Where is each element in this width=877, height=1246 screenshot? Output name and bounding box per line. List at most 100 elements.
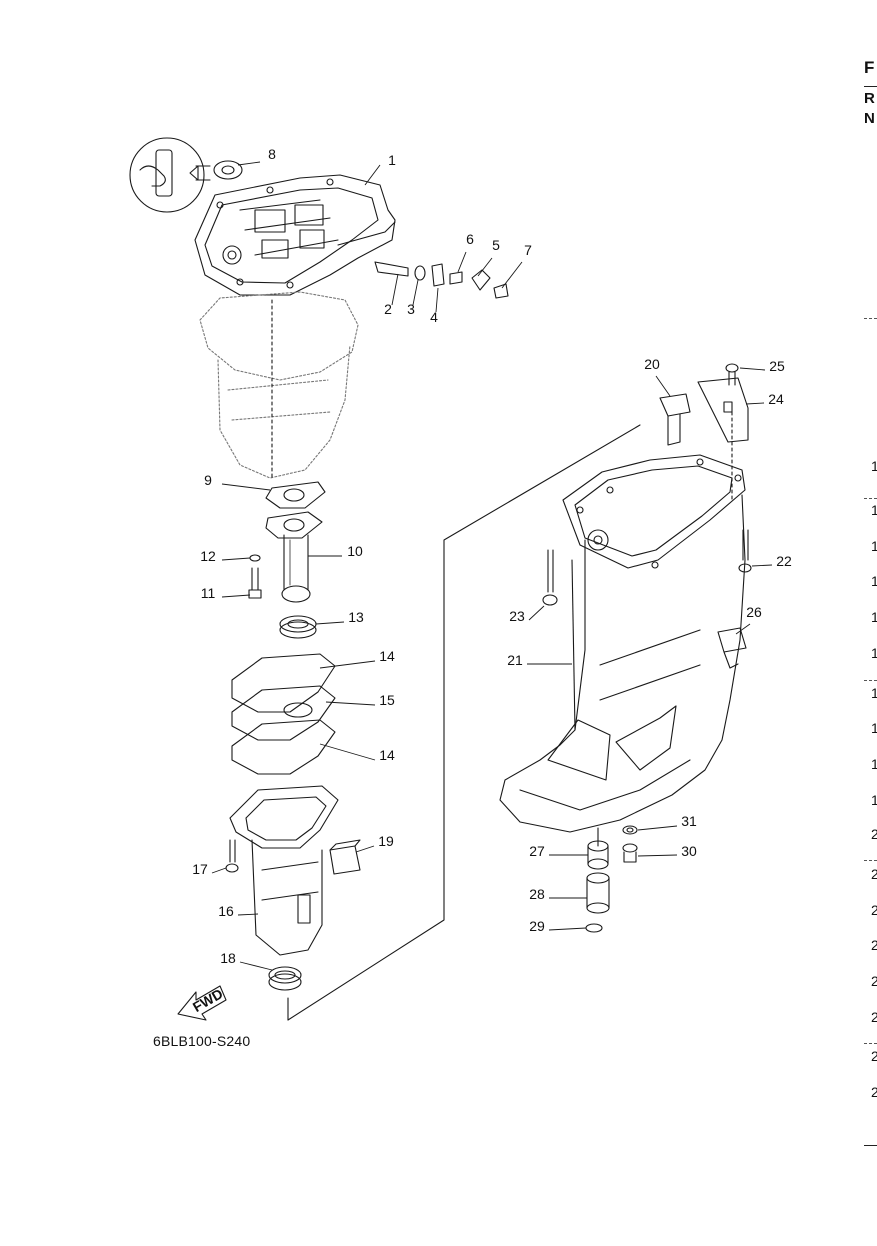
leader-line-6 xyxy=(457,251,467,273)
leader-line-31 xyxy=(637,825,678,831)
edge-row-number: 1 xyxy=(871,720,877,736)
callout-31: 31 xyxy=(681,813,697,829)
callout-5: 5 xyxy=(492,237,500,253)
assembly-guide-line xyxy=(287,424,641,1021)
callout-9: 9 xyxy=(204,472,212,488)
part-long-bolt-right xyxy=(738,529,752,573)
callout-1: 1 xyxy=(388,152,396,168)
callout-16: 16 xyxy=(218,903,234,919)
leader-line-20 xyxy=(655,375,671,397)
leader-line-14 xyxy=(319,743,376,761)
leader-line-16 xyxy=(237,913,259,916)
edge-row-number: 2 xyxy=(871,826,877,842)
edge-rule xyxy=(864,1145,877,1146)
callout-13: 13 xyxy=(348,609,364,625)
callout-14: 14 xyxy=(379,747,395,763)
leader-line-29 xyxy=(548,927,587,931)
edge-header-1: F xyxy=(864,58,875,77)
edge-row-number: 2 xyxy=(871,1084,877,1100)
callout-29: 29 xyxy=(529,918,545,934)
callout-2: 2 xyxy=(384,301,392,317)
edge-divider xyxy=(864,318,877,319)
callout-24: 24 xyxy=(768,391,784,407)
part-exhaust-pipe xyxy=(265,511,323,603)
edge-row-number: 2 xyxy=(871,1048,877,1064)
part-bushing xyxy=(586,872,610,914)
leader-line-12 xyxy=(221,557,251,561)
edge-row-number: 2 xyxy=(871,937,877,953)
part-oil-pan xyxy=(229,785,339,956)
part-long-bolt-left xyxy=(542,549,558,606)
callout-10: 10 xyxy=(347,543,363,559)
edge-row-number: 2 xyxy=(871,866,877,882)
leader-line-7 xyxy=(501,261,523,289)
leader-line-1 xyxy=(364,164,381,186)
part-linkage-set xyxy=(374,261,509,299)
leader-line-24 xyxy=(745,402,765,405)
edge-divider xyxy=(864,680,877,681)
fwd-arrow-icon xyxy=(177,985,227,1021)
edge-divider xyxy=(864,498,877,499)
leader-lines xyxy=(211,161,773,971)
callout-20: 20 xyxy=(644,356,660,372)
callout-25: 25 xyxy=(769,358,785,374)
edge-header-3: N xyxy=(864,110,875,127)
leader-line-3 xyxy=(412,279,419,306)
part-gasket-plate xyxy=(231,685,336,741)
callout-19: 19 xyxy=(378,833,394,849)
callout-22: 22 xyxy=(776,553,792,569)
part-exhaust-gasket-phantom xyxy=(199,291,359,479)
edge-row-number: 1 xyxy=(871,609,877,625)
part-drive-shaft-housing xyxy=(499,454,746,833)
edge-rule xyxy=(864,86,877,87)
callout-14: 14 xyxy=(379,648,395,664)
leader-line-25 xyxy=(739,367,766,371)
callout-23: 23 xyxy=(509,608,525,624)
part-upper-casing xyxy=(194,174,396,296)
leader-line-14 xyxy=(319,660,376,669)
callout-3: 3 xyxy=(407,301,415,317)
callout-6: 6 xyxy=(466,231,474,247)
leader-line-17 xyxy=(211,867,227,874)
callout-28: 28 xyxy=(529,886,545,902)
part-oil-seal xyxy=(213,160,243,180)
part-ring-clamp xyxy=(268,966,302,991)
leader-line-18 xyxy=(239,961,273,971)
callout-17: 17 xyxy=(192,861,208,877)
leader-line-13 xyxy=(315,621,345,625)
part-cover-bolt xyxy=(725,363,739,386)
edge-row-number: 2 xyxy=(871,902,877,918)
part-gasket-upper xyxy=(231,653,336,713)
leader-line-2 xyxy=(391,273,399,306)
callout-8: 8 xyxy=(268,146,276,162)
edge-row-number: 2 xyxy=(871,973,877,989)
leader-line-9 xyxy=(221,483,271,491)
edge-row-number: 1 xyxy=(871,645,877,661)
part-clip xyxy=(717,627,747,669)
edge-row-number: 1 xyxy=(871,538,877,554)
leader-line-30 xyxy=(637,854,678,857)
part-bracket-small xyxy=(659,393,691,446)
callout-21: 21 xyxy=(507,652,523,668)
callout-30: 30 xyxy=(681,843,697,859)
edge-row-number: 1 xyxy=(871,502,877,518)
leader-line-19 xyxy=(355,845,375,853)
diagram-code: 6BLB100-S240 xyxy=(153,1033,251,1049)
edge-row-number: 1 xyxy=(871,792,877,808)
part-drain-plug xyxy=(622,843,638,863)
callout-7: 7 xyxy=(524,242,532,258)
edge-row-number: 1 xyxy=(871,756,877,772)
callout-11: 11 xyxy=(201,585,216,601)
leader-line-26 xyxy=(735,623,751,635)
leader-line-15 xyxy=(325,701,376,706)
callout-15: 15 xyxy=(379,692,395,708)
leader-line-22 xyxy=(751,564,773,567)
part-cover-plate xyxy=(697,377,749,443)
part-bolt-washer xyxy=(248,554,262,599)
callout-4: 4 xyxy=(430,309,438,325)
edge-header-2: R xyxy=(864,90,875,107)
part-seal-ring xyxy=(279,615,317,639)
edge-row-number: 1 xyxy=(871,685,877,701)
edge-row-number: 2 xyxy=(871,1009,877,1025)
